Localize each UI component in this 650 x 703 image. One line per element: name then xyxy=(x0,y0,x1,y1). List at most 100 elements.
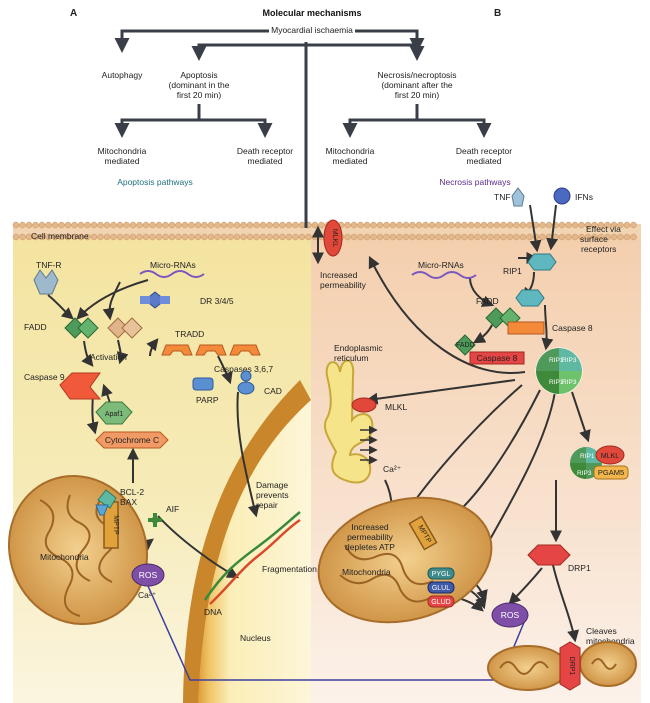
glud-label: GLUD xyxy=(431,599,450,606)
lipid-head xyxy=(409,233,416,241)
fadd-small-icon xyxy=(454,334,476,356)
tnf-label: TNF xyxy=(494,192,511,202)
lipid-head xyxy=(116,221,124,229)
lipid-head xyxy=(266,233,273,241)
bcl2-bax-icon xyxy=(95,489,117,516)
rip-cluster-label-1: RIP1 xyxy=(549,357,564,364)
rip-cluster-label-2: RIP3 xyxy=(562,357,577,364)
lipid-head xyxy=(123,221,130,229)
lipid-head xyxy=(188,233,195,241)
lipid-head xyxy=(448,221,455,229)
lipid-head xyxy=(370,221,377,229)
mlkl-membrane-label: MLKL xyxy=(331,229,338,247)
lipid-head xyxy=(194,233,202,241)
lipid-head xyxy=(32,233,39,241)
tnf-r-icon xyxy=(33,269,59,295)
lipid-head xyxy=(58,233,65,241)
rip1-label: RIP1 xyxy=(503,266,522,276)
lipid-head xyxy=(253,233,260,241)
ros-right-icon xyxy=(491,602,529,628)
lipid-head xyxy=(103,233,111,241)
necrosis-pathways-label: Necrosis pathways xyxy=(439,177,510,187)
lipid-head xyxy=(454,221,462,229)
lipid-head xyxy=(25,233,33,241)
lipid-head xyxy=(201,221,208,229)
lipid-head xyxy=(97,221,104,229)
lipid-head xyxy=(597,233,605,241)
lipid-head xyxy=(162,221,169,229)
lipid-head xyxy=(123,233,130,241)
lipid-head xyxy=(84,233,91,241)
lipid-head xyxy=(38,233,46,241)
mptp-left-label: MPTP xyxy=(112,515,119,535)
lipid-head xyxy=(435,233,442,241)
glud-icon xyxy=(427,595,455,608)
lipid-head xyxy=(519,233,527,241)
lipid-head xyxy=(64,221,72,229)
lipid-head xyxy=(285,233,293,241)
lipid-head xyxy=(162,233,169,241)
fadd-right-label: FADD xyxy=(476,296,499,306)
lipid-head xyxy=(84,221,91,229)
lipid-head xyxy=(58,221,65,229)
lipid-head xyxy=(363,233,371,241)
lipid-head xyxy=(214,221,221,229)
lipid-head xyxy=(220,221,228,229)
lipid-head xyxy=(175,221,182,229)
cytochrome-c-icon xyxy=(95,431,169,449)
lipid-head xyxy=(376,233,384,241)
top-tree xyxy=(114,29,492,228)
lipid-head xyxy=(344,221,351,229)
lipid-head xyxy=(584,221,592,229)
lipid-head xyxy=(279,233,286,241)
pygl-label: PYGL xyxy=(432,571,451,578)
lipid-head xyxy=(565,221,572,229)
lipid-head xyxy=(246,233,254,241)
lipid-head xyxy=(311,221,319,229)
lipid-head xyxy=(194,221,202,229)
lipid-head xyxy=(376,221,384,229)
ifns-label: IFNs xyxy=(575,192,593,202)
lipid-head xyxy=(32,221,39,229)
lipid-head xyxy=(175,233,182,241)
dna-label: DNA xyxy=(204,607,222,617)
lipid-head xyxy=(285,221,293,229)
lipid-head xyxy=(474,221,481,229)
lipid-head xyxy=(428,221,436,229)
lipid-head xyxy=(610,233,618,241)
apaf1-label: Apaf1 xyxy=(105,411,123,418)
myocardial-ischaemia-label: Myocardial ischaemia xyxy=(271,25,353,35)
lipid-head xyxy=(45,221,52,229)
lipid-head xyxy=(428,233,436,241)
micro-rna-right-icon xyxy=(411,271,477,279)
lipid-head xyxy=(272,221,280,229)
lipid-head xyxy=(90,221,98,229)
drp1-label: DRP1 xyxy=(568,563,591,573)
lipid-head xyxy=(454,233,462,241)
lipid-head xyxy=(181,221,189,229)
lipid-head xyxy=(513,233,520,241)
caspase-8-bar-label: Caspase 8 xyxy=(477,353,518,363)
lipid-head xyxy=(292,233,299,241)
lipid-head xyxy=(513,221,520,229)
rip1-receptor-icon xyxy=(527,253,557,271)
lipid-head xyxy=(591,221,598,229)
lipid-head xyxy=(383,221,390,229)
lipid-head xyxy=(630,233,637,241)
lipid-head xyxy=(357,233,364,241)
lipid-head xyxy=(448,233,455,241)
lipid-head xyxy=(155,233,163,241)
ifns-icon xyxy=(553,187,571,205)
lipid-head xyxy=(240,233,247,241)
lipid-head xyxy=(480,233,488,241)
caspase-8-icon xyxy=(507,321,545,335)
lipid-head xyxy=(350,233,358,241)
